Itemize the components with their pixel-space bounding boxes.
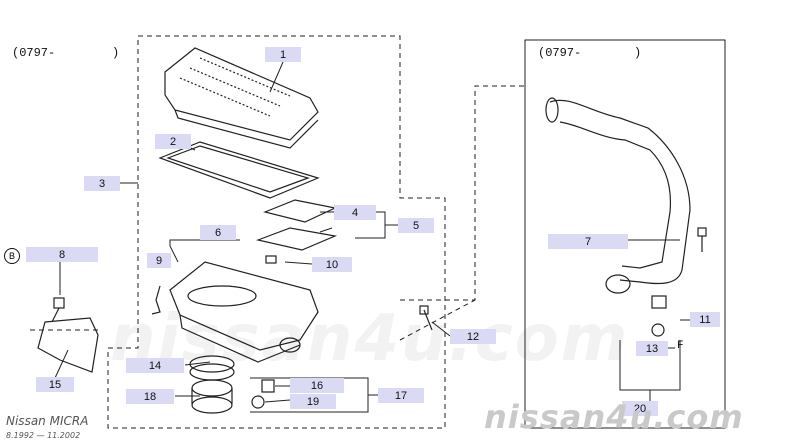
watermark-corner: nissan4u.com (484, 398, 744, 436)
dashed-group-outline-left (107, 35, 446, 429)
part-callout-4[interactable]: 4 (334, 205, 376, 220)
part-callout-17[interactable]: 17 (378, 388, 424, 403)
part-callout-11[interactable]: 11 (690, 312, 720, 327)
air-duct-7 (549, 99, 691, 285)
part-callout-15[interactable]: 15 (36, 377, 74, 392)
clip-16 (261, 379, 275, 393)
letter-f: F (677, 340, 684, 352)
part-callout-13[interactable]: 13 (636, 341, 668, 356)
bolt-7 (697, 227, 707, 237)
part-callout-7[interactable]: 7 (548, 234, 628, 249)
part-callout-14[interactable]: 14 (126, 358, 184, 373)
footer-model: Nissan MICRA (6, 414, 89, 428)
part-callout-5[interactable]: 5 (398, 218, 434, 233)
bolt-8 (53, 297, 65, 309)
footer-date-range: 8.1992 — 11.2002 (6, 431, 81, 440)
sleeve-18 (191, 379, 233, 397)
variant-marker-b: B (4, 248, 20, 264)
date-code-right-close: ) (634, 46, 642, 60)
part-callout-1[interactable]: 1 (265, 47, 301, 62)
part-callout-12[interactable]: 12 (450, 329, 496, 344)
date-code-left: (0797- (12, 46, 56, 60)
variant-marker-label: B (8, 251, 15, 261)
bracket-15 (37, 317, 99, 373)
clip-13 (651, 323, 665, 337)
part-callout-20[interactable]: 20 (622, 401, 658, 416)
air-cleaner-cover (164, 47, 319, 141)
date-code-left-close: ) (112, 46, 120, 60)
ring-14 (189, 355, 235, 373)
filter-element-5 (255, 227, 338, 251)
grommet-11 (651, 295, 667, 309)
bolt-12 (423, 309, 433, 331)
bracket-9 (151, 285, 161, 315)
air-cleaner-body (169, 261, 319, 351)
part-callout-2[interactable]: 2 (155, 134, 191, 149)
part-callout-18[interactable]: 18 (126, 389, 174, 404)
part-callout-16[interactable]: 16 (290, 378, 344, 393)
part-callout-6[interactable]: 6 (200, 225, 236, 240)
clip-10 (265, 255, 277, 264)
part-callout-9[interactable]: 9 (147, 253, 171, 268)
dashed-link-left-right (400, 85, 525, 301)
part-callout-19[interactable]: 19 (290, 394, 336, 409)
air-filter-element (158, 141, 320, 199)
filter-element-4 (263, 199, 337, 223)
group-outline-right (524, 39, 726, 429)
date-code-right: (0797- (538, 46, 582, 60)
part-callout-8[interactable]: 8 (26, 247, 98, 262)
part-callout-3[interactable]: 3 (84, 176, 120, 191)
part-callout-10[interactable]: 10 (312, 257, 352, 272)
clip-19 (251, 395, 265, 409)
